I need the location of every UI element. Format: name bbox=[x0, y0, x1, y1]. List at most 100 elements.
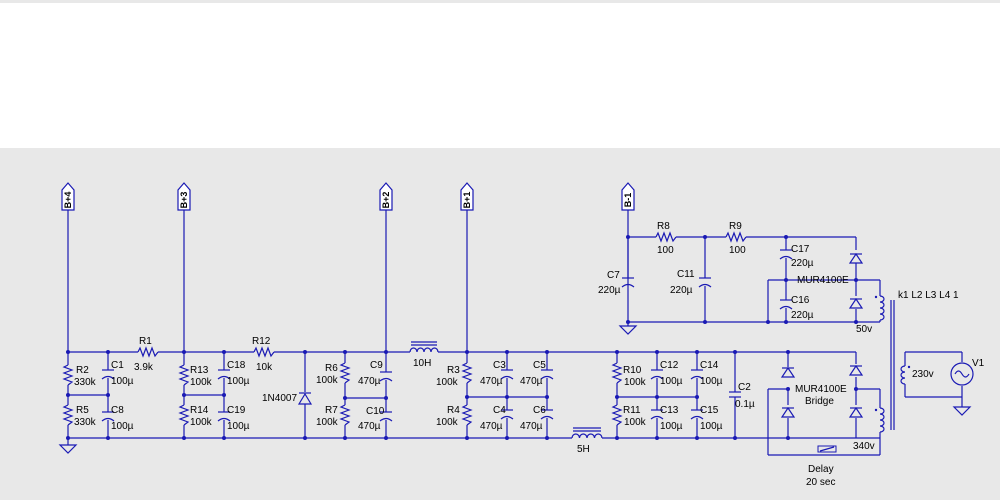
c16-value: 220µ bbox=[791, 310, 814, 321]
capacitor-c1[interactable]: C1 100µ bbox=[101, 360, 134, 387]
resistor-r6[interactable]: R6 100k bbox=[316, 362, 351, 386]
supply-flag-b4-label: B+4 bbox=[63, 192, 73, 209]
supply-flag-b2[interactable]: B+2 bbox=[379, 182, 393, 211]
capacitor-c16[interactable]: C16 220µ bbox=[779, 295, 814, 321]
capacitor-c6[interactable]: C6 470µ bbox=[520, 405, 554, 432]
capacitor-c15[interactable]: C15 100µ bbox=[690, 405, 723, 432]
c2-name: C2 bbox=[738, 382, 751, 393]
delay-label-line1: Delay bbox=[808, 464, 834, 475]
c7-value: 220µ bbox=[598, 285, 621, 296]
resistor-r10[interactable]: R10 100k bbox=[611, 362, 647, 388]
r13-name: R13 bbox=[190, 365, 209, 376]
r14-name: R14 bbox=[190, 405, 209, 416]
supply-flag-b4[interactable]: B+4 bbox=[61, 182, 75, 211]
c11-value: 220µ bbox=[670, 285, 693, 296]
c15-value: 100µ bbox=[700, 421, 723, 432]
resistor-r7[interactable]: R7 100k bbox=[316, 404, 351, 428]
supply-flag-b1-label: B+1 bbox=[462, 192, 472, 209]
r4-name: R4 bbox=[447, 405, 460, 416]
resistor-r14[interactable]: R14 100k bbox=[178, 404, 213, 428]
capacitor-c10[interactable]: C10 470µ bbox=[358, 406, 393, 432]
supply-risers bbox=[67, 210, 629, 352]
ac-source-v1[interactable]: V1 bbox=[950, 352, 985, 416]
supply-flag-b3-label: B+3 bbox=[179, 192, 189, 209]
r10-name: R10 bbox=[623, 365, 642, 376]
r5-name: R5 bbox=[76, 405, 89, 416]
capacitor-c13[interactable]: C13 100µ bbox=[650, 405, 683, 432]
transformer[interactable]: k1 L2 L3 L4 1 50v 340v 230v bbox=[853, 280, 962, 455]
r8-name: R8 bbox=[657, 221, 670, 232]
supply-flag-b1[interactable]: B+1 bbox=[460, 182, 474, 211]
capacitor-c18[interactable]: C18 100µ bbox=[217, 360, 250, 387]
capacitor-c2[interactable]: C2 0.1µ bbox=[729, 382, 755, 410]
capacitor-c11[interactable]: C11 220µ bbox=[670, 269, 712, 296]
c12-name: C12 bbox=[660, 360, 679, 371]
resistor-r11[interactable]: R11 100k bbox=[611, 404, 647, 428]
resistor-r9[interactable]: R9 100 bbox=[725, 221, 747, 256]
r2-name: R2 bbox=[76, 365, 89, 376]
blank-header-area bbox=[0, 0, 1000, 148]
r14-value: 100k bbox=[190, 417, 213, 428]
capacitor-c7[interactable]: C7 220µ bbox=[598, 237, 635, 296]
resistor-r3[interactable]: R3 100k bbox=[436, 362, 473, 388]
r1-name: R1 bbox=[139, 336, 152, 347]
c6-value: 470µ bbox=[520, 421, 543, 432]
c3-value: 470µ bbox=[480, 376, 503, 387]
resistor-r8[interactable]: R8 100 bbox=[655, 221, 677, 256]
resistor-r5[interactable]: R5 330k bbox=[62, 404, 97, 428]
delay-relay[interactable]: Delay 20 sec bbox=[806, 445, 837, 488]
r6-name: R6 bbox=[325, 363, 338, 374]
r8-value: 100 bbox=[657, 245, 674, 256]
r1-value: 3.9k bbox=[134, 362, 154, 373]
r10-value: 100k bbox=[624, 377, 647, 388]
resistor-r2[interactable]: R2 330k bbox=[62, 364, 97, 388]
r3-value: 100k bbox=[436, 377, 459, 388]
bridge-rectifier-low[interactable]: MUR4100E bbox=[797, 252, 864, 309]
capacitor-c12[interactable]: C12 100µ bbox=[650, 360, 683, 387]
c11-name: C11 bbox=[677, 269, 695, 280]
resistor-r12[interactable]: R12 10k bbox=[252, 336, 275, 373]
r5-value: 330k bbox=[74, 417, 97, 428]
capacitor-c9[interactable]: C9 470µ bbox=[358, 360, 393, 387]
supply-flag-b3[interactable]: B+3 bbox=[177, 182, 191, 211]
inductor-5h-label: 5H bbox=[577, 444, 590, 455]
capacitor-c19[interactable]: C19 100µ bbox=[217, 405, 250, 432]
c12-value: 100µ bbox=[660, 376, 683, 387]
capacitor-c4[interactable]: C4 470µ bbox=[480, 405, 514, 432]
column-b4-divider bbox=[67, 352, 109, 438]
c16-name: C16 bbox=[791, 295, 810, 306]
c19-name: C19 bbox=[227, 405, 246, 416]
c13-value: 100µ bbox=[660, 421, 683, 432]
capacitor-c14[interactable]: C14 100µ bbox=[690, 360, 723, 387]
supply-flag-bminus[interactable]: B-1 bbox=[621, 182, 635, 211]
diode-1n4007[interactable]: 1N4007 bbox=[262, 352, 313, 438]
c1-value: 100µ bbox=[111, 376, 134, 387]
capacitor-c8[interactable]: C8 100µ bbox=[101, 405, 134, 432]
c8-value: 100µ bbox=[111, 421, 134, 432]
c8-name: C8 bbox=[111, 405, 124, 416]
resistor-r1[interactable]: R1 3.9k bbox=[134, 336, 159, 373]
c7-name: C7 bbox=[607, 270, 620, 281]
capacitor-c3[interactable]: C3 470µ bbox=[480, 360, 514, 387]
c18-name: C18 bbox=[227, 360, 246, 371]
bridge-rectifier-high[interactable]: MUR4100E Bridge bbox=[767, 352, 880, 456]
r4-value: 100k bbox=[436, 417, 459, 428]
c14-value: 100µ bbox=[700, 376, 723, 387]
bridge-high-sub: Bridge bbox=[805, 396, 834, 407]
c4-value: 470µ bbox=[480, 421, 503, 432]
inductor-5h[interactable]: 5H bbox=[571, 427, 603, 455]
resistor-r4[interactable]: R4 100k bbox=[436, 404, 473, 428]
v1-label: V1 bbox=[972, 358, 985, 369]
inductor-10h-label: 10H bbox=[413, 358, 431, 369]
capacitor-c17[interactable]: C17 220µ bbox=[779, 244, 814, 269]
r7-name: R7 bbox=[325, 405, 338, 416]
c5-value: 470µ bbox=[520, 376, 543, 387]
c18-value: 100µ bbox=[227, 376, 250, 387]
transformer-230v-label: 230v bbox=[912, 369, 934, 380]
c17-value: 220µ bbox=[791, 258, 814, 269]
resistor-r13[interactable]: R13 100k bbox=[178, 364, 213, 388]
junction-dots bbox=[66, 235, 858, 440]
capacitor-c5[interactable]: C5 470µ bbox=[520, 360, 554, 387]
inductor-10h[interactable]: 10H bbox=[409, 341, 439, 369]
